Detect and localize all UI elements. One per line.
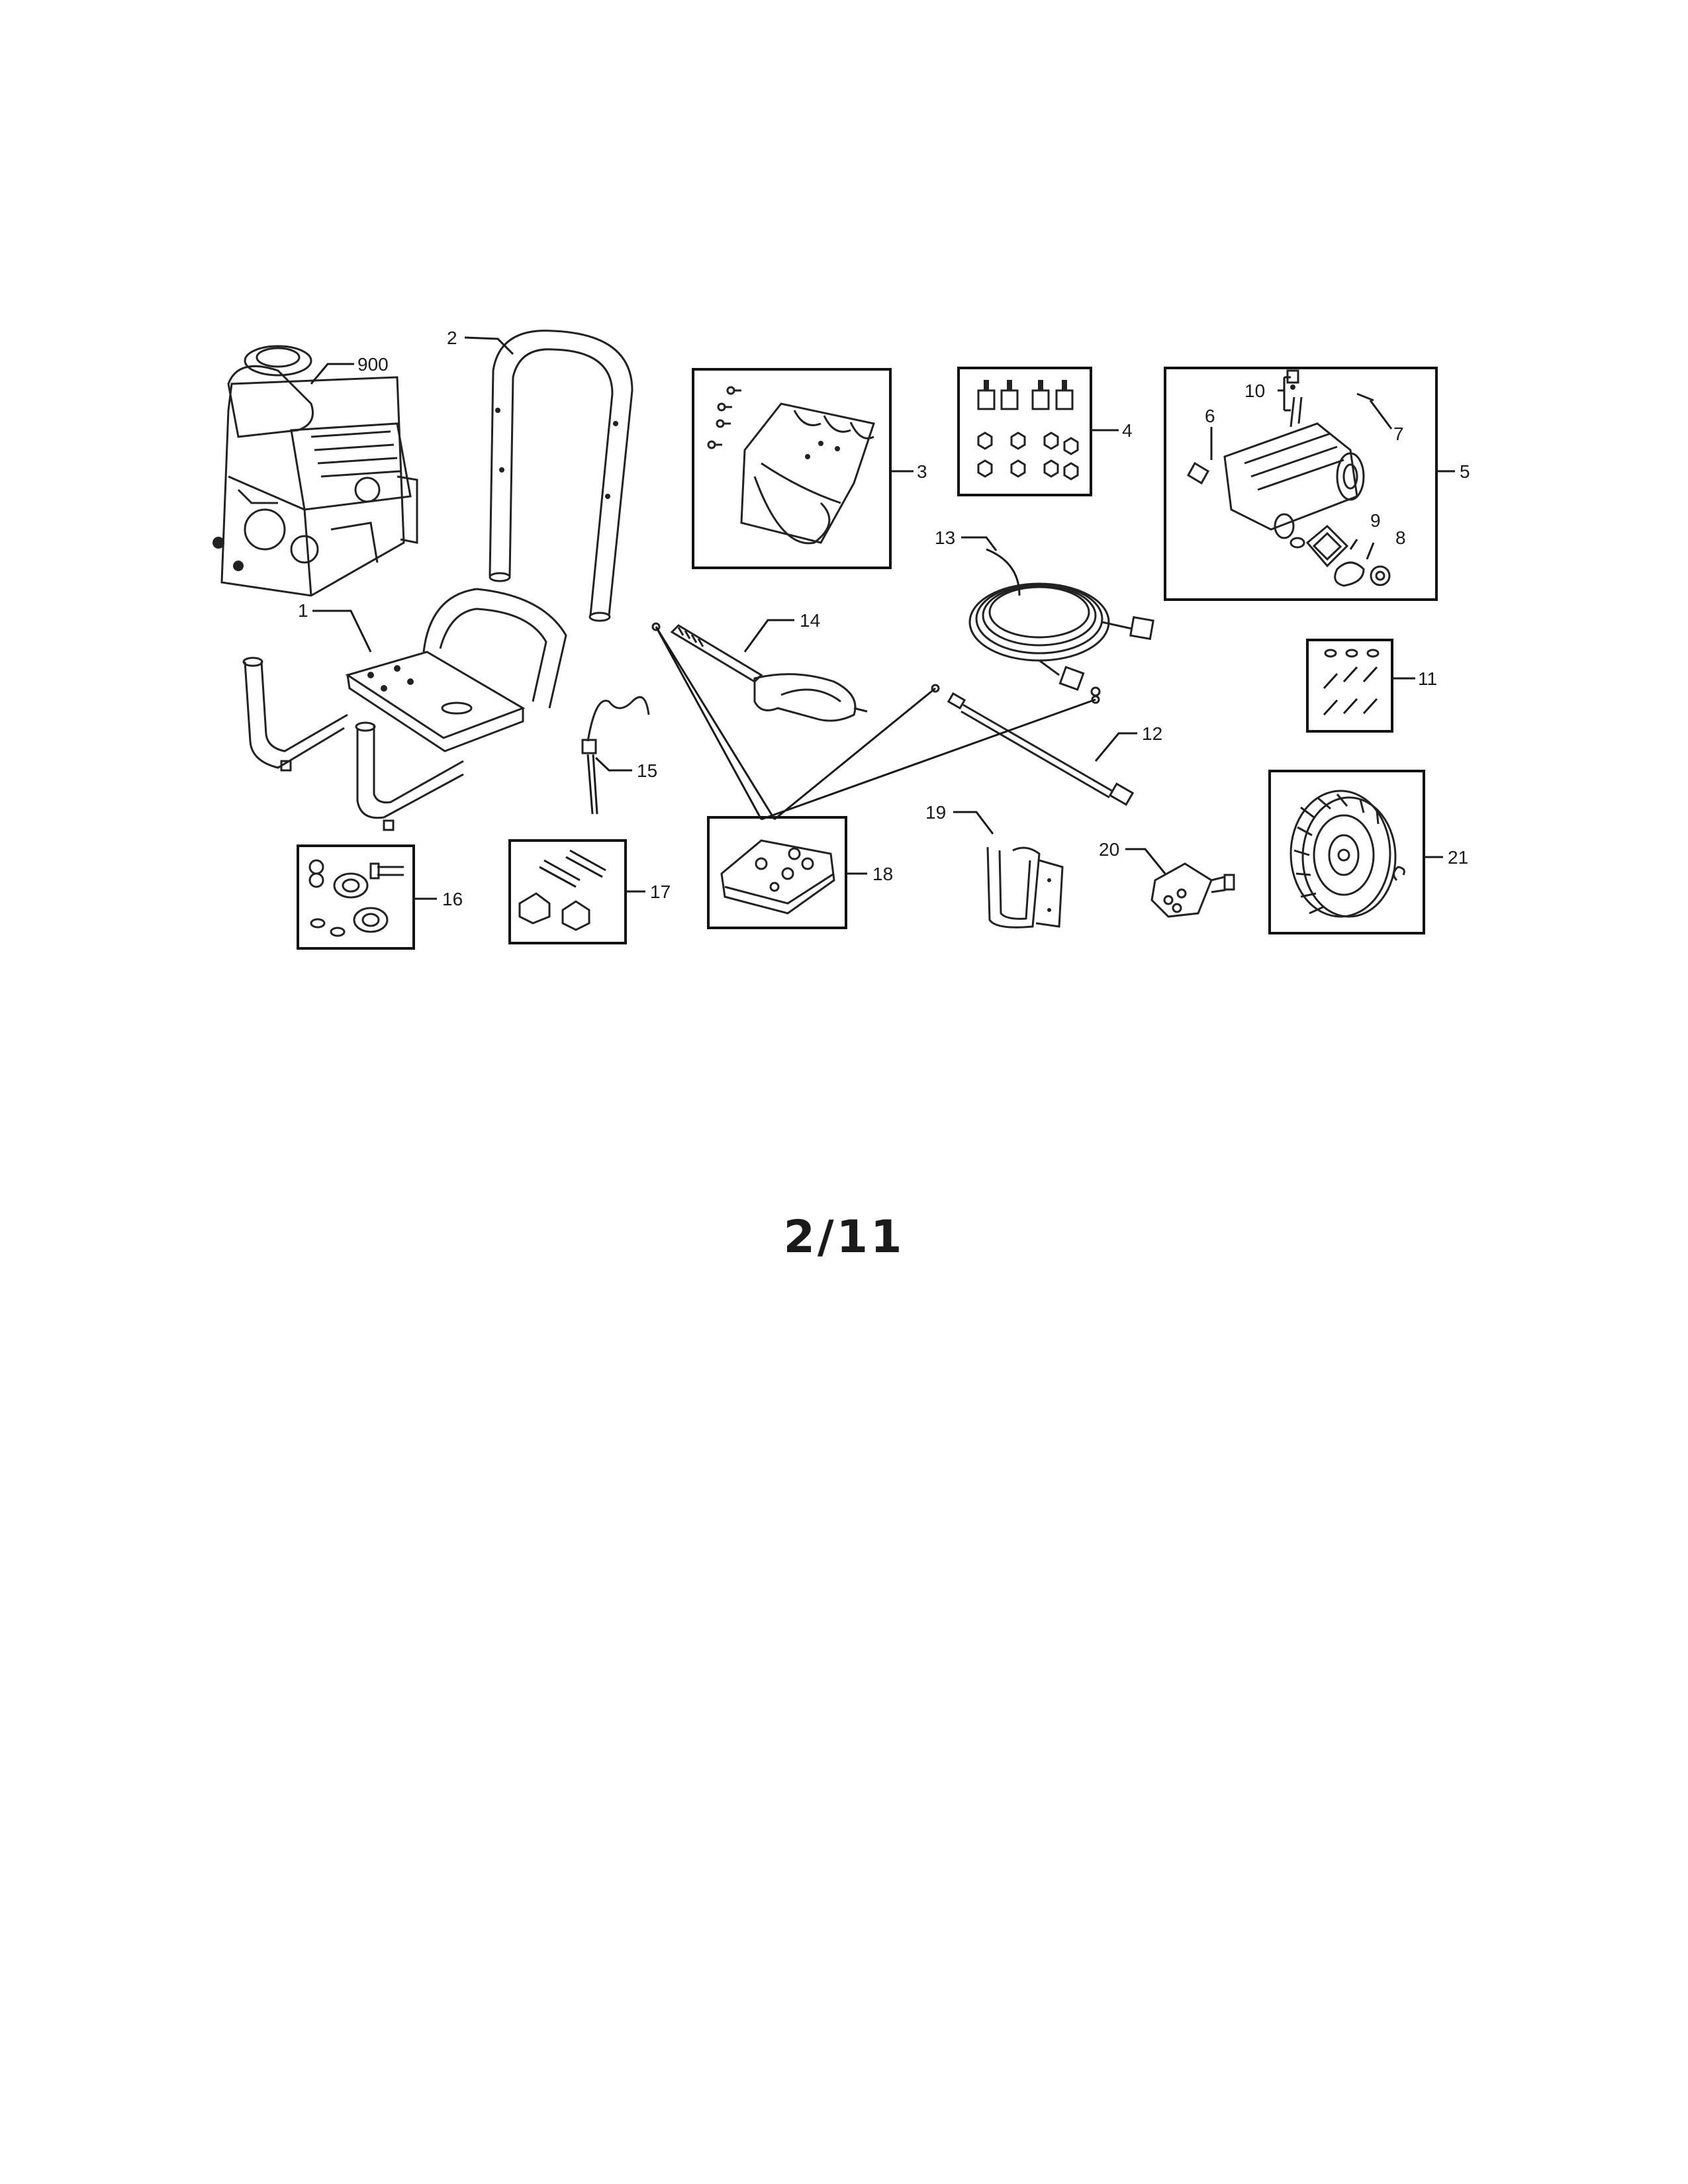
part-label-13: 13	[935, 527, 955, 548]
part-label-15: 15	[637, 760, 657, 781]
isolator-mounts-illustration	[977, 380, 1079, 480]
bracket-illustration	[707, 386, 875, 545]
part-label-7: 7	[1393, 424, 1404, 444]
part-label-4: 4	[1122, 420, 1133, 441]
pump-illustration	[1186, 369, 1391, 587]
part-label-900: 900	[357, 354, 389, 375]
high-pressure-hose-illustration	[968, 548, 1154, 697]
bolt-kit-illustration	[518, 849, 606, 931]
engine-illustration	[212, 345, 418, 597]
part-label-9: 9	[1370, 510, 1381, 531]
page-number: 2/11	[783, 1211, 905, 1263]
pickup-tube-illustration	[581, 696, 650, 815]
part-label-6: 6	[1205, 406, 1215, 426]
part-16-box	[297, 844, 415, 950]
hose-hook-illustration	[986, 846, 1064, 929]
wheel-illustration	[1289, 790, 1405, 918]
part-label-10: 10	[1244, 381, 1265, 401]
wand-illustration	[931, 684, 1135, 806]
part-label-3: 3	[917, 461, 927, 482]
part-3-box	[692, 368, 892, 569]
part-label-2: 2	[447, 328, 457, 348]
leader-lines	[310, 336, 1455, 900]
part-4-box	[957, 367, 1092, 496]
part-5-box	[1164, 367, 1438, 601]
part-label-20: 20	[1099, 839, 1119, 860]
part-label-18: 18	[872, 864, 893, 884]
nozzle-holder-illustration	[720, 839, 835, 915]
turbo-nozzle-illustration	[1150, 862, 1235, 918]
part-label-12: 12	[1142, 723, 1162, 744]
part-label-21: 21	[1448, 847, 1468, 868]
handle-illustration	[489, 330, 633, 622]
hardware-kit-illustration	[1323, 649, 1380, 716]
part-label-11: 11	[1418, 668, 1437, 689]
wheel-hardware-illustration	[308, 859, 404, 937]
part-label-16: 16	[442, 889, 463, 909]
frame-illustration	[242, 588, 567, 831]
part-label-19: 19	[925, 802, 946, 823]
part-11-box	[1306, 639, 1393, 733]
part-label-17: 17	[650, 882, 671, 902]
spray-gun-illustration	[651, 622, 868, 722]
part-label-1: 1	[298, 600, 308, 621]
part-21-box	[1268, 770, 1425, 934]
part-label-14: 14	[800, 610, 820, 631]
part-label-5: 5	[1460, 461, 1470, 482]
part-label-8: 8	[1395, 527, 1406, 548]
part-17-box	[508, 839, 627, 944]
